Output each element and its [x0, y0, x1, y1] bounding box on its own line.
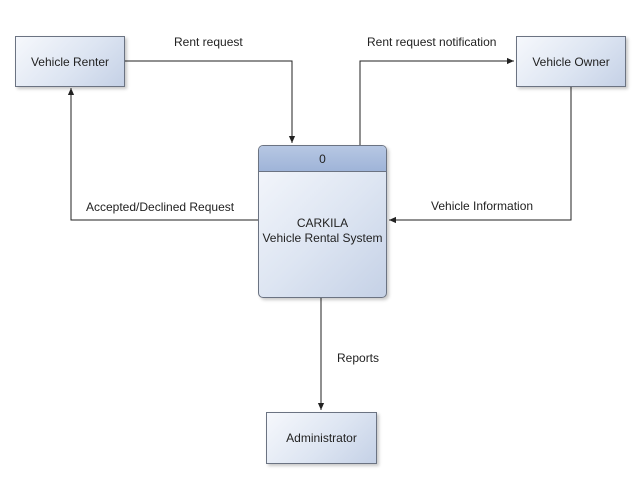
vehicle-renter-label: Vehicle Renter	[30, 54, 110, 69]
process-name-line2: Vehicle Rental System	[262, 230, 383, 245]
administrator-label: Administrator	[286, 431, 357, 445]
vehicle-owner-entity[interactable]: Vehicle Owner	[516, 36, 626, 87]
flow-rent-request-notification-label: Rent request notification	[367, 35, 497, 49]
flow-rent-request-notification-line	[359, 57, 514, 145]
vehicle-renter-entity[interactable]: Vehicle Renter	[15, 36, 125, 87]
process-number: 0	[319, 151, 326, 166]
flow-vehicle-information-line	[389, 87, 572, 224]
flow-reports-label: Reports	[337, 351, 380, 365]
flow-accepted-declined-label: Accepted/Declined Request	[86, 200, 235, 214]
process-name: CARKILA Vehicle Rental System	[259, 172, 386, 297]
process-name-line1: CARKILA	[296, 215, 349, 230]
administrator-entity[interactable]: Administrator	[266, 412, 377, 464]
process-number-header: 0	[259, 146, 386, 172]
flow-accepted-declined-line	[67, 88, 258, 221]
carkila-process[interactable]: 0 CARKILA Vehicle Rental System	[258, 145, 387, 298]
flow-rent-request-line	[125, 60, 296, 143]
flow-rent-request-label: Rent request	[174, 35, 243, 49]
flow-vehicle-information-label: Vehicle Information	[431, 199, 534, 213]
vehicle-owner-label: Vehicle Owner	[532, 54, 610, 69]
